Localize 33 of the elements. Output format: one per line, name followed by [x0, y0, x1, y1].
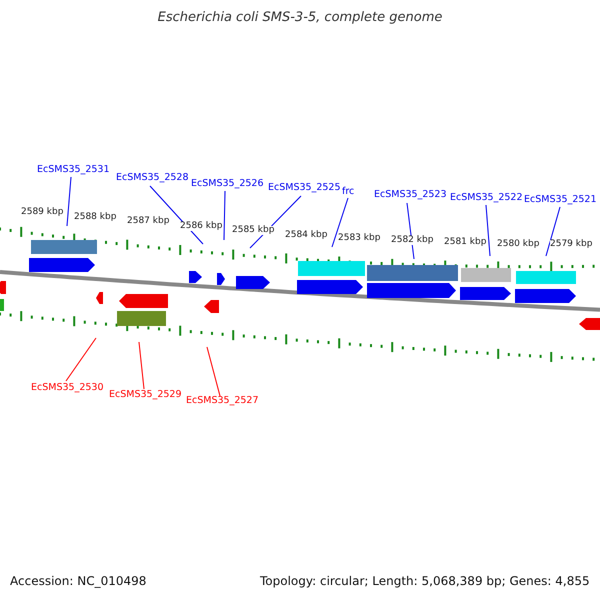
gene-label: EcSMS35_2527 — [186, 396, 258, 406]
gene-label: EcSMS35_2522 — [450, 193, 522, 202]
leader-line — [206, 346, 220, 396]
gene-label: EcSMS35_2528 — [116, 173, 188, 182]
gene-label: EcSMS35_2529 — [109, 390, 182, 400]
scale-label: 2586 kbp — [180, 222, 222, 231]
gene-label: EcSMS35_2526 — [191, 179, 264, 188]
title: Escherichia coli SMS-3-5, complete genome — [156, 11, 444, 24]
scale-label: 2588 kbp — [74, 213, 116, 222]
gene-label: EcSMS35_2523 — [374, 190, 446, 200]
scale-label: 2580 kbp — [497, 240, 540, 249]
scale-label: 2584 kbp — [285, 231, 328, 240]
leader-line — [66, 338, 96, 382]
gene-label: EcSMS35_2530 — [31, 383, 104, 392]
leader-line — [486, 204, 490, 256]
scale-label: 2582 kbp — [391, 236, 434, 245]
scale-label: 2581 kbp — [444, 238, 486, 247]
scale-label: 2583 kbp — [338, 234, 380, 243]
scale-label: 2587 kbp — [127, 217, 170, 226]
gene-label: frc — [342, 187, 354, 196]
footer-note: Topology: circular; Length: 5,068,389 bp; Genes: 4,855 — [260, 575, 590, 587]
scale-label: 2585 kbp — [232, 226, 274, 235]
scale-label: 2589 kbp — [21, 208, 64, 217]
leader-line — [546, 206, 560, 256]
gene-label: EcSMS35_2525 — [268, 183, 340, 192]
leader-line — [224, 190, 226, 240]
gene-label: EcSMS35_2531 — [37, 165, 110, 174]
leader-line — [138, 342, 144, 390]
leader-line — [332, 198, 348, 248]
leader-line — [66, 176, 72, 226]
footer-note: Accession: NC_010498 — [10, 575, 146, 587]
gene-label: EcSMS35_2521 — [524, 195, 596, 204]
scale-label: 2579 kbp — [550, 240, 592, 249]
